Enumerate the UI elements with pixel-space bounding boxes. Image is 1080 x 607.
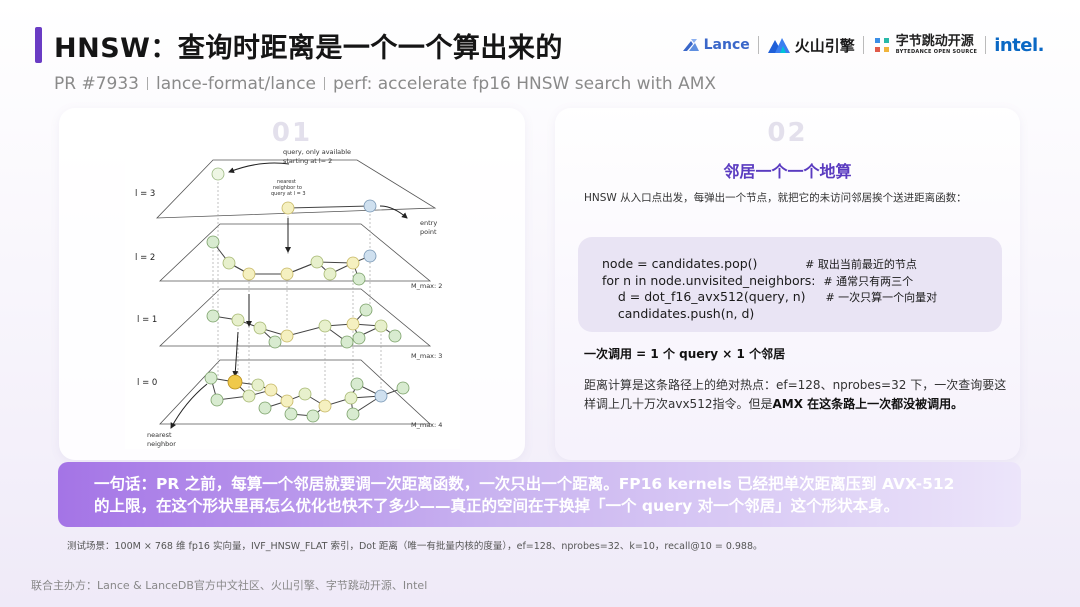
nearest-note-line1: nearest	[277, 179, 296, 185]
layer-label-0: l = 0	[137, 378, 157, 388]
nearest-note-line2: neighbor to	[273, 185, 302, 191]
m-max-label-2: M_max: 2	[411, 282, 442, 290]
subtitle-separator	[324, 77, 326, 90]
m-max-label-4: M_max: 4	[411, 421, 442, 429]
title-accent-bar	[35, 27, 42, 63]
layer-label-2: l = 2	[135, 253, 155, 263]
hnsw-layers-svg: l = 3 l = 2 l = 1 l = 0 M_max: 2 M_max: …	[135, 148, 442, 448]
call-summary: 一次调用 = 1 个 query × 1 个邻居	[584, 347, 786, 361]
code-comment: # 通常只有两三个	[823, 274, 914, 288]
repo-name: lance-format/lance	[155, 74, 317, 94]
right-card-heading: 邻居一个一个地算	[723, 162, 852, 181]
volcano-text: 火山引擎	[794, 36, 855, 55]
logo-divider	[862, 36, 864, 54]
lance-logo: Lance	[681, 37, 750, 53]
volcano-icon	[767, 38, 790, 53]
layer-label-3: l = 3	[135, 189, 155, 199]
query-note-line1: query, only available	[283, 148, 351, 156]
hnsw-diagram: l = 3 l = 2 l = 1 l = 0 M_max: 2 M_max: …	[125, 146, 460, 449]
subtitle-separator	[146, 77, 148, 90]
layer-plane-1	[158, 288, 432, 347]
bottom-nearest-line1: nearest	[147, 431, 172, 439]
entry-label-line2: point	[420, 228, 437, 236]
summary-banner: 一句话：PR 之前，每算一个邻居就要调一次距离函数，一次只出一个距离。FP16 …	[58, 462, 1021, 527]
volcano-engine-logo: 火山引擎	[767, 35, 855, 56]
m-max-label-3: M_max: 3	[411, 352, 442, 360]
hotspot-paragraph: 距离计算是这条路径上的绝对热点：ef=128、nprobes=32 下，一次查询…	[584, 376, 1014, 414]
layer-plane-2	[158, 223, 432, 282]
layer-2-nodes	[206, 235, 377, 286]
lance-text: Lance	[703, 37, 750, 53]
logo-divider	[985, 36, 987, 54]
code-comment: # 一次只算一个向量对	[825, 291, 938, 304]
code-line: node = candidates.pop() # 取出当前最近的节点	[602, 256, 917, 271]
paragraph-text: 距离计算是这条路径上的绝对热点：ef=128、nprobes=32 下，一次查询…	[584, 378, 1007, 411]
logo-divider	[757, 36, 759, 54]
banner-line-2: 的上限，在这个形状里再怎么优化也快不了多少——真正的空间在于换掉「一个 quer…	[94, 497, 900, 515]
bytedance-en-text: BYTEDANCE OPEN SOURCE	[895, 49, 978, 55]
node-query-l3	[211, 167, 225, 181]
page-title: HNSW：查询时距离是一个一个算出来的	[54, 33, 563, 64]
footer-organizers: 联合主办方：Lance & LanceDB官方中文社区、火山引擎、字节跳动开源、…	[31, 579, 428, 592]
node-l3-entry	[363, 199, 377, 213]
node-l3-nearest	[281, 201, 295, 215]
bytedance-open-source-logo: 字节跳动开源 BYTEDANCE OPEN SOURCE	[872, 35, 977, 55]
bytedance-text: 字节跳动开源	[895, 34, 974, 49]
layer-0-nodes	[204, 371, 410, 423]
code-comment: # 取出当前最近的节点	[805, 258, 917, 271]
query-note-line2: starting at l= 2	[283, 157, 332, 165]
bytedance-icon	[874, 38, 889, 52]
layer-1-nodes	[206, 303, 402, 349]
bottom-nearest-line2: neighbor	[147, 440, 176, 448]
code-line: for n in node.unvisited_neighbors: # 通常只…	[602, 272, 914, 288]
page-subtitle: PR #7933 lance-format/lance perf: accelera…	[54, 74, 716, 94]
card-number-left: 01	[271, 118, 313, 148]
commit-title: perf: accelerate fp16 HNSW search with A…	[333, 74, 717, 94]
descent-arrows	[170, 162, 408, 429]
banner-line-1: 一句话：PR 之前，每算一个邻居就要调一次距离函数，一次只出一个距离。FP16 …	[94, 475, 955, 493]
nearest-note-line3: query at l = 3	[271, 191, 306, 197]
sponsor-logos: Lance 火山引擎 字节跳动开源 BYTEDANCE OPEN SOURCE …	[681, 34, 1044, 56]
test-scenario-note: 测试场景：100M × 768 维 fp16 实向量，IVF_HNSW_FLAT…	[67, 541, 763, 552]
pr-number: PR #7933	[54, 74, 139, 94]
right-card-intro: HNSW 从入口点出发，每弹出一个节点，就把它的未访问邻居挨个送进距离函数：	[584, 192, 967, 204]
entry-label-line1: entry	[420, 219, 437, 227]
code-snippet: node = candidates.pop() # 取出当前最近的节点 for …	[578, 237, 1002, 332]
code-line: d = dot_f16_avx512(query, n) # 一次只算一个向量对	[602, 289, 938, 304]
layer-3-edges	[287, 205, 371, 209]
code-line: candidates.push(n, d)	[602, 305, 755, 321]
paragraph-emphasis: AMX 在这条路上一次都没被调用。	[772, 397, 964, 411]
card-number-right: 02	[767, 118, 808, 148]
layer-label-1: l = 1	[137, 315, 157, 325]
intel-logo: intel.	[994, 34, 1044, 56]
lance-icon	[682, 39, 699, 51]
